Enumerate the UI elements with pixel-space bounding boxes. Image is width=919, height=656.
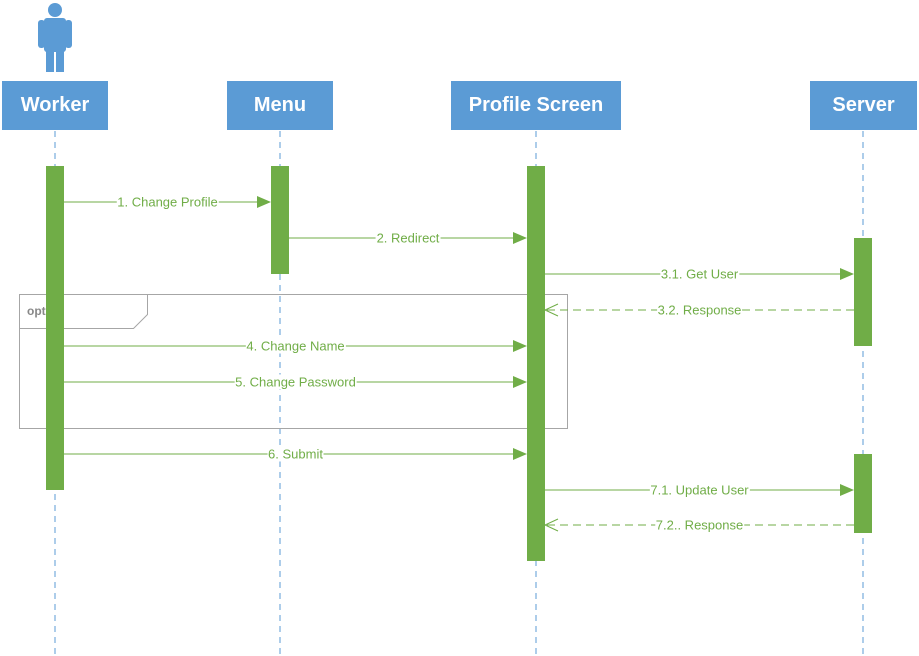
activation-bar-profile: [527, 166, 545, 561]
activation-bar-server: [854, 454, 872, 533]
opt-frame-label: opt: [27, 304, 46, 318]
opt-frame-tab: [19, 294, 148, 329]
filled-arrowhead-icon: [840, 268, 854, 280]
open-arrowhead-icon: [543, 518, 559, 532]
filled-arrowhead-icon: [513, 232, 527, 244]
filled-arrowhead-icon: [840, 484, 854, 496]
filled-arrowhead-icon: [513, 448, 527, 460]
message-label: 5. Change Password: [234, 374, 357, 390]
activation-bar-menu: [271, 166, 289, 274]
participant-server: Server: [810, 81, 917, 130]
message-label: 7.2.. Response: [654, 517, 745, 533]
message-label: 3.1. Get User: [659, 266, 740, 282]
filled-arrowhead-icon: [257, 196, 271, 208]
message-9: [543, 518, 854, 532]
opt-frame: [19, 294, 568, 429]
message-label: 7.1. Update User: [649, 482, 750, 498]
message-label: 6. Submit: [267, 446, 324, 462]
message-label: 4. Change Name: [245, 338, 346, 354]
participant-profile-screen: Profile Screen: [451, 81, 621, 130]
message-label: 2. Redirect: [375, 230, 441, 246]
person-icon: [38, 3, 72, 72]
filled-arrowhead-icon: [513, 376, 527, 388]
open-arrowhead-icon: [543, 303, 559, 317]
participant-menu: Menu: [227, 81, 333, 130]
message-label: 1. Change Profile: [116, 194, 219, 210]
message-label: 3.2. Response: [656, 302, 743, 318]
activation-bar-server: [854, 238, 872, 346]
participant-worker: Worker: [2, 81, 108, 130]
message-4: [543, 303, 854, 317]
filled-arrowhead-icon: [513, 340, 527, 352]
activation-bar-worker: [46, 166, 64, 490]
